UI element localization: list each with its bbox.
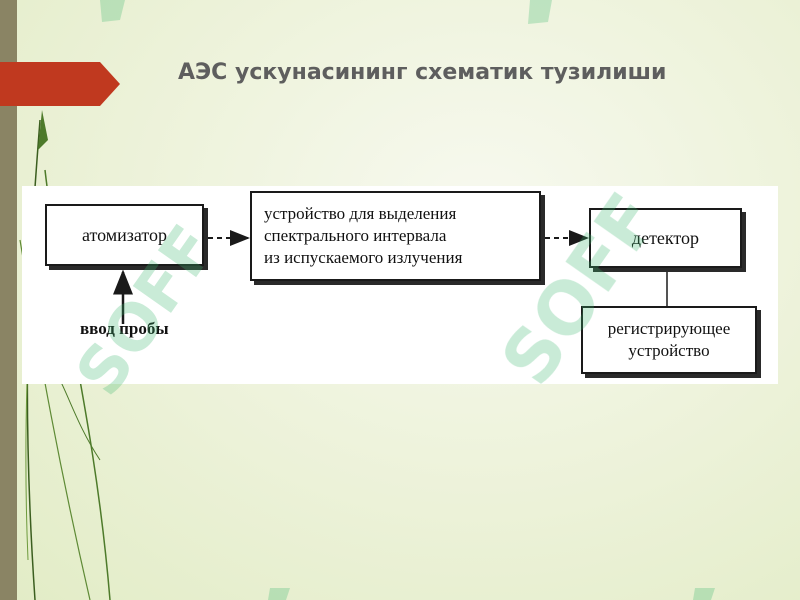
slide-title: АЭС ускунасининг схематик тузилиши: [178, 60, 667, 85]
recorder-line-1: регистрирующее: [607, 319, 731, 338]
spectral-selector-line-3: из испускаемого излучения: [264, 248, 463, 267]
spectral-selector-line-2: спектрального интервала: [264, 226, 447, 245]
diagram-panel: атомизатор устройство для выделения спек…: [22, 186, 778, 384]
atomizer-label: атомизатор: [81, 225, 168, 245]
recorder-box: регистрирующее устройство: [581, 306, 757, 374]
spectral-selector-line-1: устройство для выделения: [264, 204, 457, 223]
detector-box: детектор: [589, 208, 742, 268]
recorder-line-2: устройство: [628, 341, 710, 360]
spectral-selector-box: устройство для выделения спектрального и…: [250, 191, 541, 281]
detector-label: детектор: [631, 228, 700, 248]
atomizer-box: атомизатор: [45, 204, 204, 266]
title-accent-tab: [0, 62, 120, 106]
left-decorative-strip: [0, 0, 17, 600]
diagram-connectors: [113, 230, 668, 324]
sample-input-label: ввод пробы: [80, 319, 169, 338]
